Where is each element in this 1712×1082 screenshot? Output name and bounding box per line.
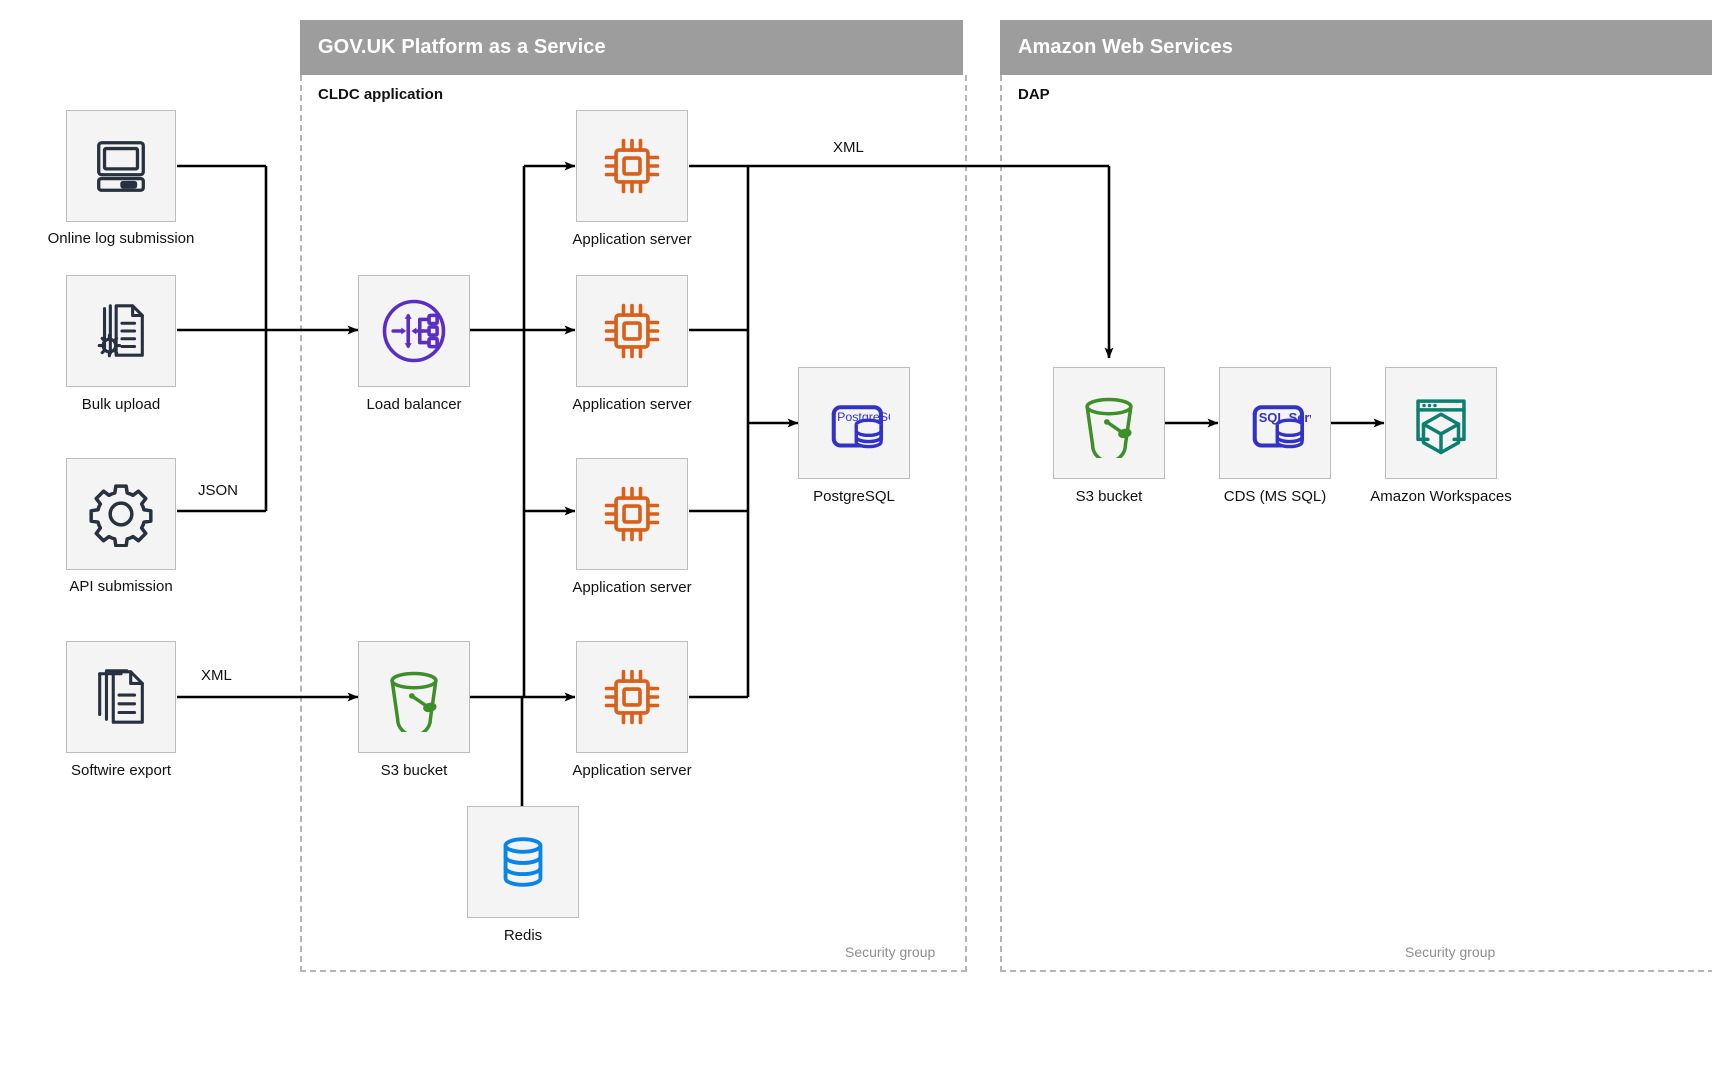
source-softwire-export-label: Softwire export (70, 762, 172, 779)
node-aws-s3-bucket-label: S3 bucket (1075, 488, 1143, 505)
edge-label-xml-export: XML (833, 139, 864, 156)
node-app-server-2-label: Application server (572, 396, 692, 413)
node-paas-s3-bucket[interactable] (358, 641, 470, 753)
sql-server-icon: SQL Server (1252, 405, 1311, 449)
load-balancer-icon (382, 299, 446, 363)
node-amazon-workspaces-label: Amazon Workspaces (1370, 488, 1512, 505)
source-bulk-upload[interactable] (66, 275, 176, 387)
aws-zone-header: Amazon Web Services (1000, 20, 1712, 75)
aws-zone-title: Amazon Web Services (1018, 36, 1233, 58)
aws-sublabel: DAP (1018, 86, 1050, 103)
node-app-server-3[interactable] (576, 458, 688, 570)
s3-bucket-icon (390, 671, 438, 732)
node-aws-s3-bucket[interactable] (1053, 367, 1165, 479)
node-app-server-4-label: Application server (572, 762, 692, 779)
paas-zone-header: GOV.UK Platform as a Service (300, 20, 963, 75)
node-load-balancer-label: Load balancer (366, 396, 462, 413)
paas-zone-title: GOV.UK Platform as a Service (318, 36, 606, 58)
gear-icon (89, 484, 153, 547)
node-app-server-2[interactable] (576, 275, 688, 387)
node-paas-s3-bucket-label: S3 bucket (380, 762, 448, 779)
aws-security-group-label: Security group (1405, 944, 1496, 960)
cpu-chip-icon (604, 486, 660, 542)
edge-label-json: JSON (198, 482, 239, 499)
cpu-chip-icon (604, 303, 660, 359)
node-cds-ms-sql[interactable]: SQL Server (1219, 367, 1331, 479)
postgresql-icon: PostgreSQL (831, 405, 890, 449)
node-redis-label: Redis (503, 927, 543, 944)
source-api-submission[interactable] (66, 458, 176, 570)
desktop-computer-icon (97, 141, 145, 192)
paas-security-group (300, 75, 967, 972)
database-cylinder-icon (503, 837, 543, 887)
node-redis[interactable] (467, 806, 579, 918)
paas-sublabel: CLDC application (318, 86, 444, 103)
node-postgresql-label: PostgreSQL (813, 488, 895, 505)
source-online-log-submission-label: Online log submission (47, 230, 195, 247)
stacked-documents-icon (98, 669, 144, 724)
node-app-server-1-label: Application server (572, 231, 692, 248)
source-bulk-upload-label: Bulk upload (81, 396, 161, 413)
aws-security-group (1000, 75, 1712, 972)
node-postgresql[interactable]: PostgreSQL (798, 367, 910, 479)
node-load-balancer[interactable] (358, 275, 470, 387)
source-softwire-export[interactable] (66, 641, 176, 753)
cpu-chip-icon (604, 669, 660, 725)
paas-security-group-label: Security group (845, 944, 936, 960)
workspaces-icon (1416, 399, 1466, 455)
edge-label-xml-source: XML (201, 667, 232, 684)
document-gear-icon (97, 304, 144, 358)
node-app-server-3-label: Application server (572, 579, 692, 596)
source-api-submission-label: API submission (69, 578, 173, 595)
node-app-server-1[interactable] (576, 110, 688, 222)
source-online-log-submission[interactable] (66, 110, 176, 222)
node-app-server-4[interactable] (576, 641, 688, 753)
cpu-chip-icon (604, 138, 660, 194)
s3-bucket-icon (1085, 397, 1133, 458)
node-amazon-workspaces[interactable] (1385, 367, 1497, 479)
node-cds-ms-sql-label: CDS (MS SQL) (1223, 488, 1327, 505)
